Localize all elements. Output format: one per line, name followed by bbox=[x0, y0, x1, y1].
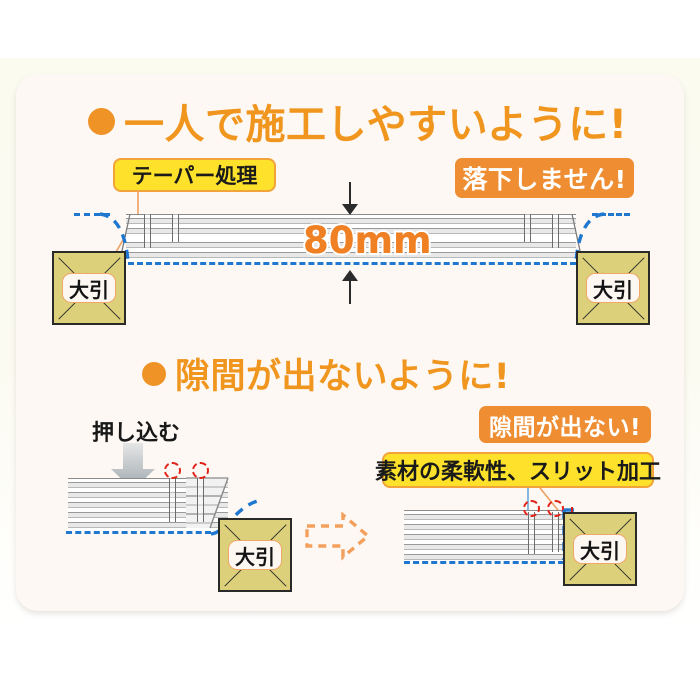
arrow-down-icon bbox=[342, 204, 358, 215]
guide-dash-right-lower bbox=[404, 561, 564, 564]
insulation-board-lower-band bbox=[126, 238, 576, 262]
bullet-icon bbox=[142, 361, 166, 386]
slit-mark bbox=[524, 214, 531, 242]
red-dashed-circle-icon bbox=[547, 500, 564, 517]
red-dashed-circle-icon bbox=[192, 462, 209, 479]
slit-feature-text: 素材の柔軟性、スリット加工 bbox=[375, 460, 662, 485]
arrow-up-icon bbox=[342, 270, 358, 281]
girder-label: 大引 bbox=[228, 540, 282, 570]
section-one-heading-text: 一人で施工しやすいように! bbox=[124, 102, 628, 148]
girder-block-lower-right: 大引 bbox=[563, 512, 637, 586]
section-one-heading: 一人で施工しやすいように! bbox=[88, 92, 628, 150]
guide-curve-left-lower bbox=[210, 498, 262, 536]
dashed-right-arrow-icon bbox=[305, 512, 371, 561]
dimension-label: 80mm bbox=[303, 219, 432, 262]
guide-dash-bottom bbox=[128, 262, 576, 265]
slit-mark bbox=[172, 214, 179, 242]
guide-curve-left bbox=[99, 212, 130, 263]
slit-mark bbox=[552, 214, 559, 248]
slit-mark bbox=[552, 512, 559, 552]
no-fall-badge: 落下しません! bbox=[455, 158, 634, 198]
no-gap-badge-text: 隙間が出ない! bbox=[489, 414, 641, 441]
slit-mark bbox=[197, 478, 204, 522]
girder-label: 大引 bbox=[573, 534, 627, 564]
slit-feature-badge: 素材の柔軟性、スリット加工 bbox=[375, 452, 661, 488]
dimension-label-outline: 80mm bbox=[301, 217, 434, 264]
no-gap-badge: 隙間が出ない! bbox=[479, 406, 651, 443]
insulation-board-right-post bbox=[404, 510, 568, 562]
section-two-heading: 隙間が出ないように! bbox=[142, 348, 510, 399]
no-fall-badge-text: 落下しません! bbox=[462, 165, 627, 194]
red-dashed-circle-icon bbox=[523, 500, 540, 517]
bullet-icon bbox=[88, 107, 115, 135]
slit-mark bbox=[169, 478, 176, 522]
board-top-edge bbox=[68, 478, 228, 479]
girder-label: 大引 bbox=[586, 273, 640, 303]
push-in-label: 押し込む bbox=[92, 421, 181, 446]
taper-label-text: テーパー処理 bbox=[131, 164, 258, 188]
board-top-edge bbox=[404, 510, 568, 511]
red-dashed-circle-icon bbox=[164, 462, 181, 479]
slit-mark bbox=[144, 214, 151, 248]
girder-block-top-right: 大引 bbox=[576, 251, 650, 325]
girder-block-lower-left: 大引 bbox=[218, 518, 292, 592]
guide-dash-top-left bbox=[74, 213, 110, 216]
guide-dash-left-lower bbox=[66, 531, 211, 534]
guide-dash-top-right bbox=[592, 213, 630, 216]
girder-label: 大引 bbox=[62, 273, 116, 303]
dimension-line-top bbox=[349, 182, 352, 206]
slit-mark bbox=[528, 512, 535, 554]
taper-label-badge: テーパー処理 bbox=[113, 158, 276, 192]
board-left-tapered-tip bbox=[186, 477, 229, 529]
girder-block-top-left: 大引 bbox=[52, 251, 126, 325]
section-two-heading-text: 隙間が出ないように! bbox=[175, 357, 511, 397]
dimension-line-bottom bbox=[349, 280, 352, 304]
